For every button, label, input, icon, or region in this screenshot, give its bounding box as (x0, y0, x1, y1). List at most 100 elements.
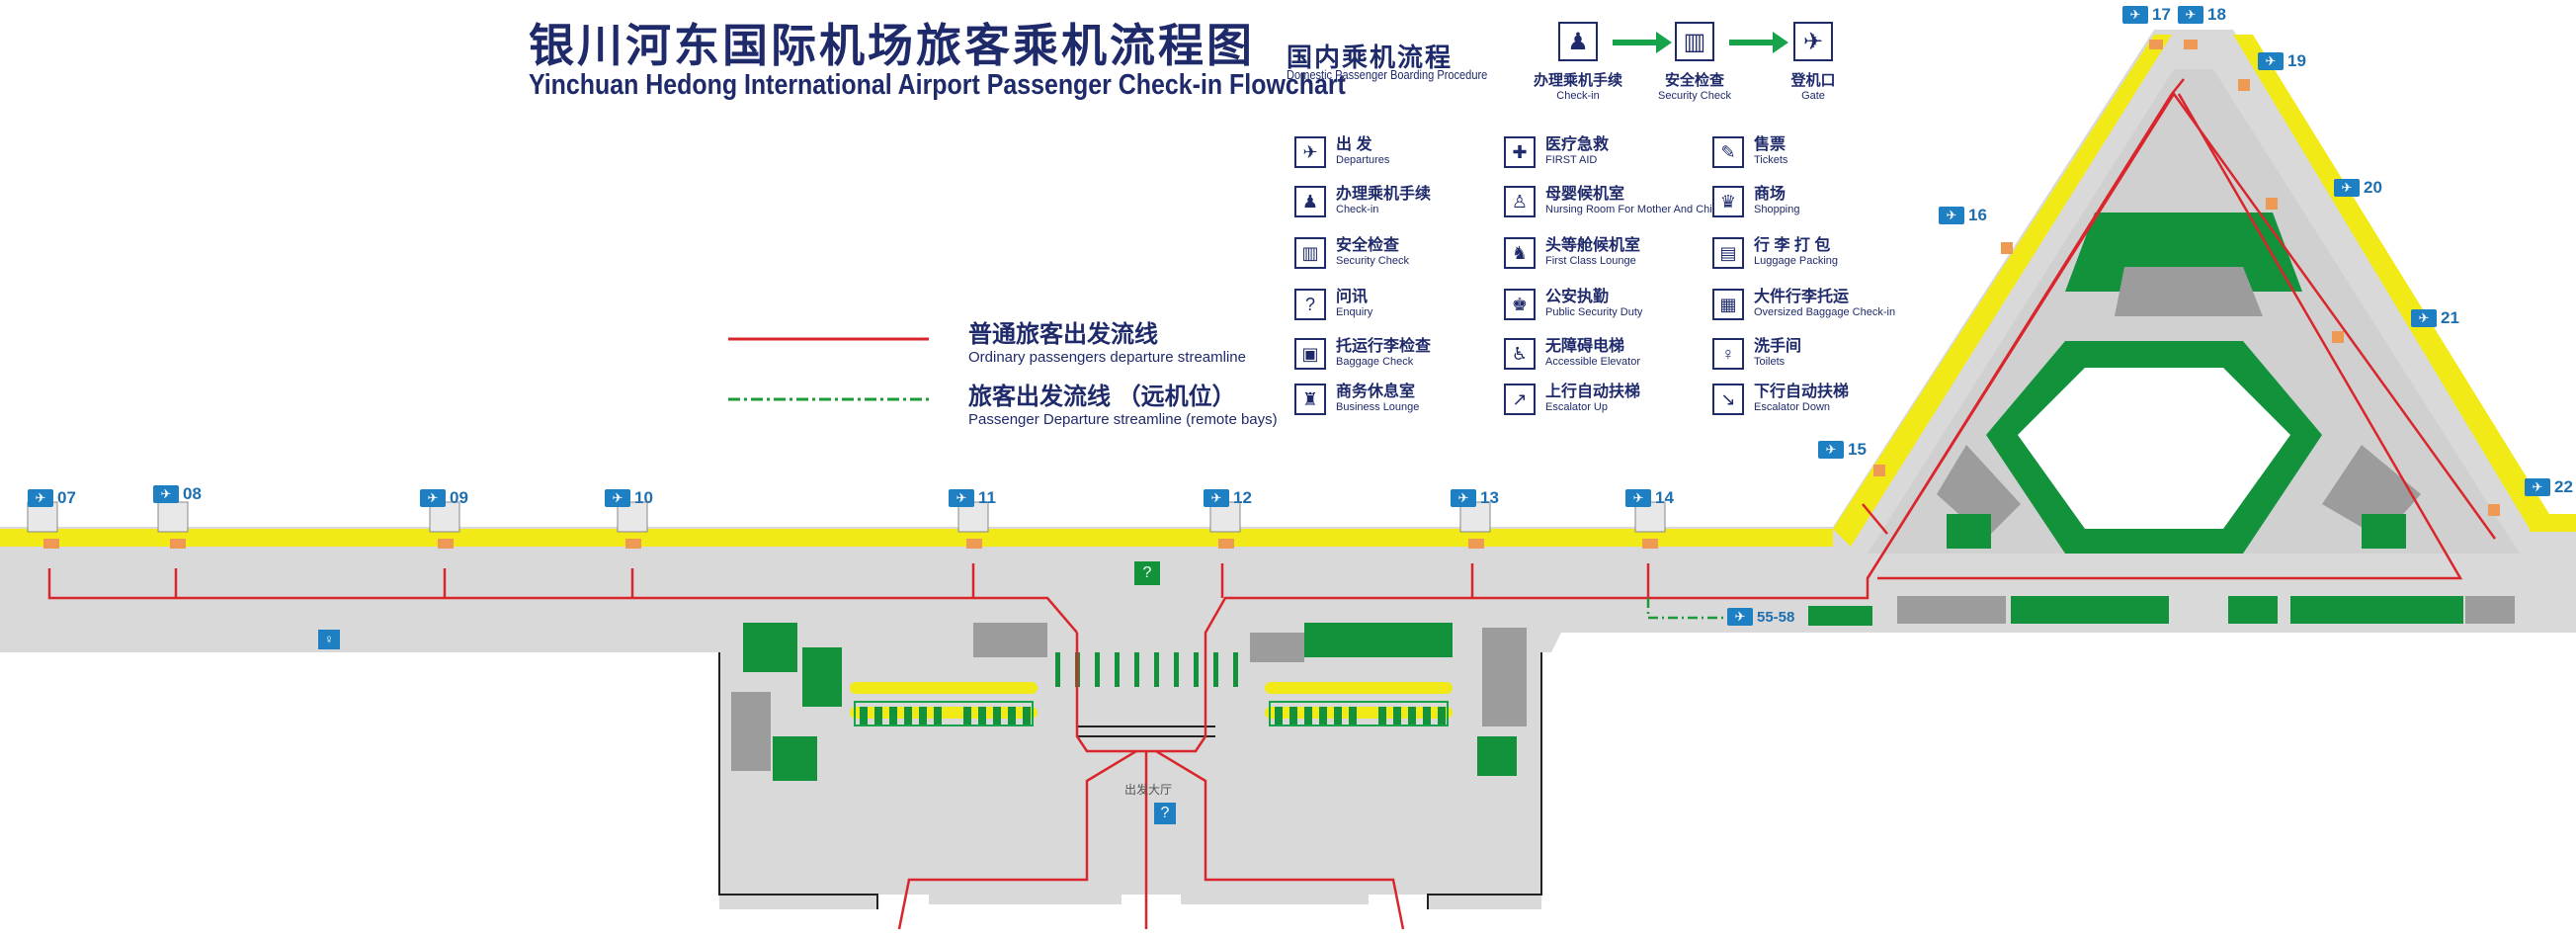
legend-sublabel: Escalator Down (1754, 401, 1831, 413)
map-title-zh: 银川河东国际机场旅客乘机流程图 (529, 20, 1255, 71)
legend-label: 上行自动扶梯 (1545, 384, 1641, 400)
first-aid-icon: ✚ (1504, 136, 1536, 168)
enquiry-icon: ? (1154, 803, 1176, 824)
gate-17[interactable]: ✈17 (2122, 5, 2171, 25)
gate-10[interactable]: ✈10 (605, 488, 653, 508)
legend-sublabel: Enquiry (1336, 306, 1373, 318)
departure-plane-icon: ✈ (1204, 489, 1229, 507)
gate-number: 16 (1968, 206, 1987, 224)
legend-label: 头等舱候机室 (1545, 237, 1641, 254)
baggage-check-icon: ▣ (1294, 338, 1326, 370)
hall-green-right-top (1304, 623, 1453, 657)
legend-sublabel: Baggage Check (1336, 356, 1414, 368)
gate-number: 08 (183, 484, 202, 503)
flow-title-zh: 国内乘机流程 (1287, 43, 1454, 72)
gate-number: 11 (978, 488, 996, 507)
remote-gate[interactable]: ✈ 55-58 (1727, 608, 1794, 626)
shopping-icon: ♛ (1712, 186, 1744, 217)
legend-label: 商场 (1754, 186, 1787, 203)
legend-label: 商务休息室 (1336, 384, 1416, 400)
triangle-yellow-left (1833, 35, 2172, 547)
departure-plane-icon: ✈ (2334, 179, 2360, 197)
legend-sublabel: Departures (1336, 154, 1390, 166)
flow-step-check-in: ♟ 办理乘机手续 Check-in (1509, 22, 1647, 102)
hall-bottom-mid-right (1181, 885, 1369, 904)
flow-step-label: 办理乘机手续 (1533, 72, 1622, 89)
flow-arrow (1729, 32, 1788, 53)
legend-sublabel: Business Lounge (1336, 401, 1420, 413)
luggage-packing-icon: ▤ (1712, 237, 1744, 269)
legend-label: 托运行李检查 (1336, 338, 1432, 355)
gate-number: 09 (450, 488, 468, 507)
gate-11[interactable]: ✈11 (949, 488, 996, 508)
legend-label: 医疗急救 (1545, 136, 1610, 153)
remote-gate-number: 55-58 (1757, 608, 1795, 626)
gate-number: 12 (1233, 488, 1252, 507)
hall-grey-left (731, 692, 771, 771)
gate-09[interactable]: ✈09 (420, 488, 468, 508)
gate-number: 15 (1848, 440, 1867, 459)
departure-plane-icon: ✈ (28, 489, 53, 507)
legend-sublabel: Public Security Duty (1545, 306, 1643, 318)
check-in-icon: ♟ (1294, 186, 1326, 217)
gate-doors (43, 40, 2500, 549)
gate-number: 18 (2207, 5, 2226, 24)
flow-title-en: Domestic Passenger Boarding Procedure (1287, 67, 1488, 82)
check-in-icon: ♟ (1558, 22, 1598, 61)
gate-18[interactable]: ✈18 (2178, 5, 2226, 25)
ordinary-route-sublabel: Ordinary passengers departure streamline (968, 349, 1246, 366)
hall-green-left-mid (802, 647, 842, 707)
gate-20[interactable]: ✈20 (2334, 178, 2382, 198)
departure-plane-icon: ✈ (2258, 52, 2284, 70)
hall-label: 出发大厅 (1124, 783, 1173, 797)
gate-19[interactable]: ✈19 (2258, 51, 2306, 71)
departure-plane-icon: ✈ (1939, 207, 1964, 224)
legend-label: 办理乘机手续 (1336, 186, 1432, 203)
departure-plane-icon: ✈ (1727, 608, 1753, 626)
gate-15[interactable]: ✈15 (1818, 440, 1867, 460)
flow-step-sublabel: Check-in (1556, 90, 1600, 102)
triangle-top-grey (2115, 267, 2263, 316)
pier-yellow-edge (0, 529, 1833, 547)
gate-number: 14 (1655, 488, 1674, 507)
gate-number: 10 (634, 488, 653, 507)
flow-step-label: 登机口 (1790, 72, 1836, 89)
legend-sublabel: Escalator Up (1545, 401, 1608, 413)
legend-sublabel: Oversized Baggage Check-in (1754, 306, 1896, 318)
departures-icon: ✈ (1294, 136, 1326, 168)
tickets-icon: ✎ (1712, 136, 1744, 168)
hall-green-left-bottom (773, 736, 817, 781)
gate-21[interactable]: ✈21 (2411, 308, 2459, 328)
gate-16[interactable]: ✈16 (1939, 206, 1987, 225)
oversized-baggage-icon: ▦ (1712, 289, 1744, 320)
accessible-elevator-icon: ♿ (1504, 338, 1536, 370)
legend-sublabel: Shopping (1754, 204, 1800, 215)
gate-12[interactable]: ✈12 (1204, 488, 1252, 508)
flow-step-label: 安全检查 (1664, 72, 1724, 89)
escalator-up-icon: ↗ (1504, 384, 1536, 415)
gate-number: 21 (2441, 308, 2459, 327)
grey-strip (1897, 596, 2006, 624)
triangle-right-green (2362, 514, 2406, 549)
terminal-hall (719, 623, 1541, 895)
green-strip-2 (2228, 596, 2278, 624)
hexagon-void (2018, 368, 2290, 529)
gate-13[interactable]: ✈13 (1451, 488, 1499, 508)
enquiry-icon: ? (1294, 289, 1326, 320)
enquiry-icon: ? (1134, 561, 1160, 585)
remote-route-sublabel: Passenger Departure streamline (remote b… (968, 411, 1278, 428)
gate-14[interactable]: ✈14 (1625, 488, 1674, 508)
hall-bottom-mid-left (929, 885, 1122, 904)
legend-sublabel: Luggage Packing (1754, 255, 1839, 267)
gate-08[interactable]: ✈08 (153, 484, 202, 504)
gate-22[interactable]: ✈22 (2525, 477, 2573, 497)
gate-07[interactable]: ✈07 (28, 488, 76, 508)
hall-bottom-right (1428, 890, 1541, 909)
